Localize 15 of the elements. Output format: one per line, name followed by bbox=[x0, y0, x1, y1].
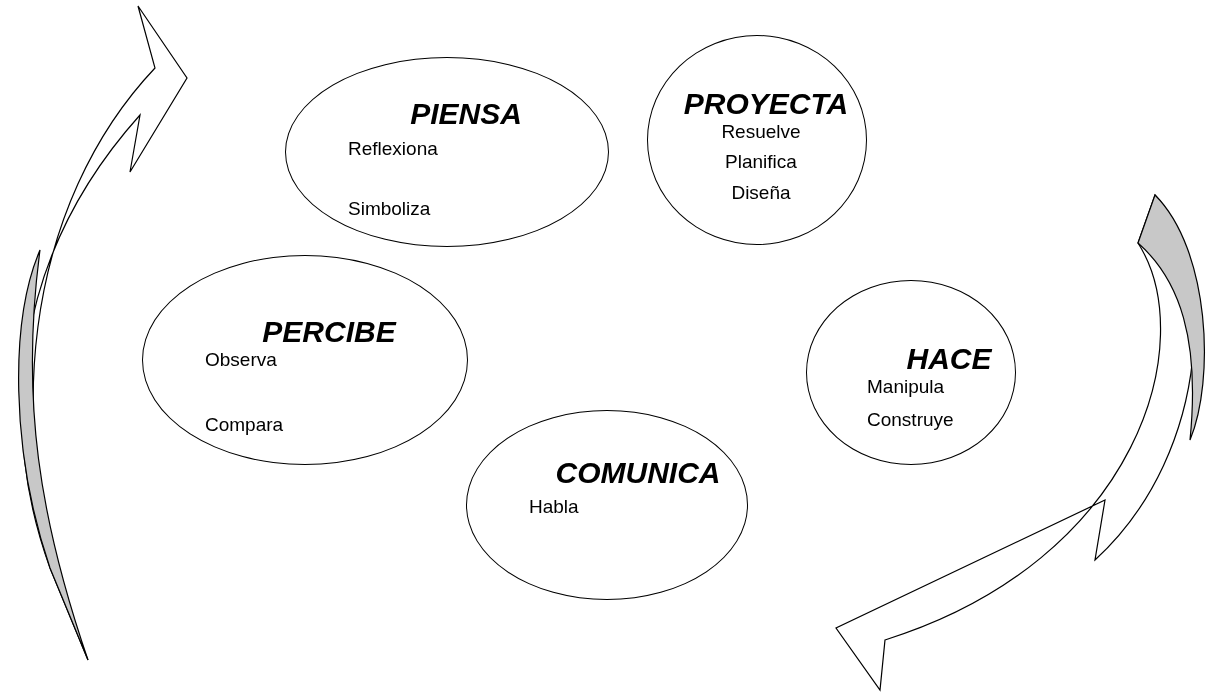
node-text: Observa bbox=[205, 350, 277, 371]
node-title: PERCIBE bbox=[262, 317, 396, 347]
node-text: Resuelve bbox=[721, 122, 801, 143]
node-title: HACE bbox=[906, 344, 992, 374]
node-text: Construye bbox=[867, 410, 954, 431]
node-text: Reflexiona bbox=[348, 139, 438, 160]
node-title: PIENSA bbox=[410, 99, 522, 129]
node-text: Diseña bbox=[731, 183, 791, 204]
node-text: Manipula bbox=[867, 377, 945, 398]
node-text: Simboliza bbox=[348, 199, 431, 220]
node-title: PROYECTA bbox=[683, 89, 849, 119]
node-text: Planifica bbox=[725, 152, 797, 173]
node-text: Habla bbox=[529, 497, 579, 518]
node-text: Compara bbox=[205, 415, 284, 436]
node-title: COMUNICA bbox=[555, 458, 721, 488]
